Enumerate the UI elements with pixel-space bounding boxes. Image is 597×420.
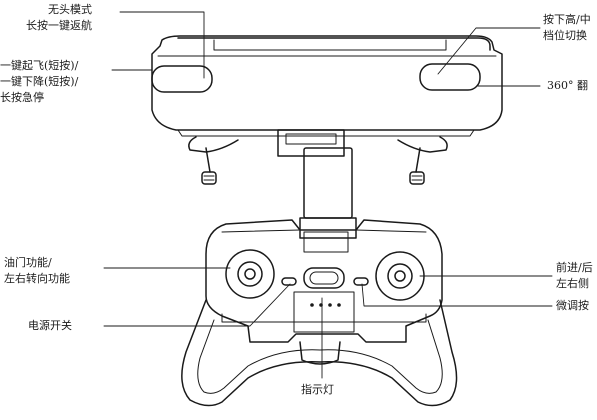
side-line: 左右侧 [556, 277, 589, 290]
trim-button-label: 微调按 [556, 298, 589, 314]
leader-speed [437, 27, 541, 75]
indicator-panel [293, 291, 355, 333]
phone-clamp-tab [277, 129, 345, 157]
controller-feet [188, 136, 448, 185]
steering-line: 左右转向功能 [4, 272, 70, 285]
left-foot-cap-ribs [203, 175, 215, 181]
throttle-line: 油门功能/ [4, 256, 52, 269]
left-trim-button [281, 277, 297, 286]
center-power-button-inner [309, 271, 339, 285]
top-center-recess [213, 39, 447, 51]
center-power-button [303, 267, 345, 289]
left-stick-cap [244, 268, 256, 280]
right-foot-cap [409, 171, 425, 185]
phone-holder-window [303, 231, 349, 253]
flip-line: 360° 翻 [547, 79, 588, 92]
top-body-outline [151, 35, 503, 131]
right-foot-arm [397, 136, 448, 153]
trim-line: 微调按 [556, 299, 589, 312]
leader-power [103, 283, 291, 327]
left-foot-stem [205, 147, 211, 173]
speed-switch-line: 档位切换 [543, 29, 587, 42]
base-handle-outline [181, 299, 458, 407]
right-stick-outer [375, 251, 425, 301]
headless-mode-label: 无头模式 长按一键返航 [26, 2, 92, 34]
front-top-shoulder [221, 229, 427, 233]
phone-holder-clip [303, 147, 353, 219]
power-line: 电源开关 [28, 319, 72, 332]
landing-line: 一键下降(短按)/ [0, 75, 79, 88]
base-center-neck [299, 341, 341, 365]
leader-lines [103, 11, 553, 379]
phone-clamp-groove [285, 133, 337, 145]
phone-holder-arm [299, 217, 357, 239]
right-stick-inner [387, 263, 413, 289]
indicator-light-label: 指示灯 [301, 382, 334, 398]
leader-trim [361, 283, 553, 307]
controller-front-view [181, 147, 458, 407]
left-foot-arm [188, 136, 239, 153]
top-rear-edge [177, 37, 491, 51]
right-foot-stem [415, 147, 421, 173]
left-stick-inner [237, 261, 263, 287]
takeoff-line: 一键起飞(短按)/ [0, 59, 79, 72]
top-left-button [151, 65, 213, 93]
base-handle-inner [197, 319, 443, 394]
direction-line: 前进/后 [556, 261, 593, 274]
top-right-button [419, 63, 481, 91]
left-foot-cap [201, 171, 217, 185]
return-home-line: 长按一键返航 [26, 19, 92, 32]
indicator-light [328, 303, 332, 307]
top-underside-ledge [177, 129, 475, 137]
left-stick-outer [225, 249, 275, 299]
headless-mode-line: 无头模式 [48, 3, 92, 16]
throttle-steering-label: 油门功能/ 左右转向功能 [4, 255, 70, 287]
takeoff-landing-label: 一键起飞(短按)/ 一键下降(短按)/ 长按急停 [0, 58, 78, 106]
right-stick-cap [394, 270, 406, 282]
controller-top-view [151, 35, 503, 157]
flip-label: 360° 翻 [547, 78, 588, 94]
power-switch-label: 电源开关 [28, 318, 72, 334]
indicator-line: 指示灯 [301, 383, 334, 396]
speed-press-line: 按下高/中 [543, 13, 591, 26]
emergency-stop-line: 长按急停 [0, 91, 44, 104]
indicator-light [310, 303, 314, 307]
indicator-light [337, 303, 341, 307]
leader-headless [119, 11, 205, 79]
right-trim-button [353, 277, 369, 286]
speed-switch-label: 按下高/中 档位切换 [543, 12, 591, 44]
right-foot-cap-ribs [411, 175, 423, 181]
direction-label: 前进/后 左右侧 [556, 260, 593, 292]
indicator-lights [310, 303, 341, 307]
lower-battery-slot [221, 313, 427, 323]
